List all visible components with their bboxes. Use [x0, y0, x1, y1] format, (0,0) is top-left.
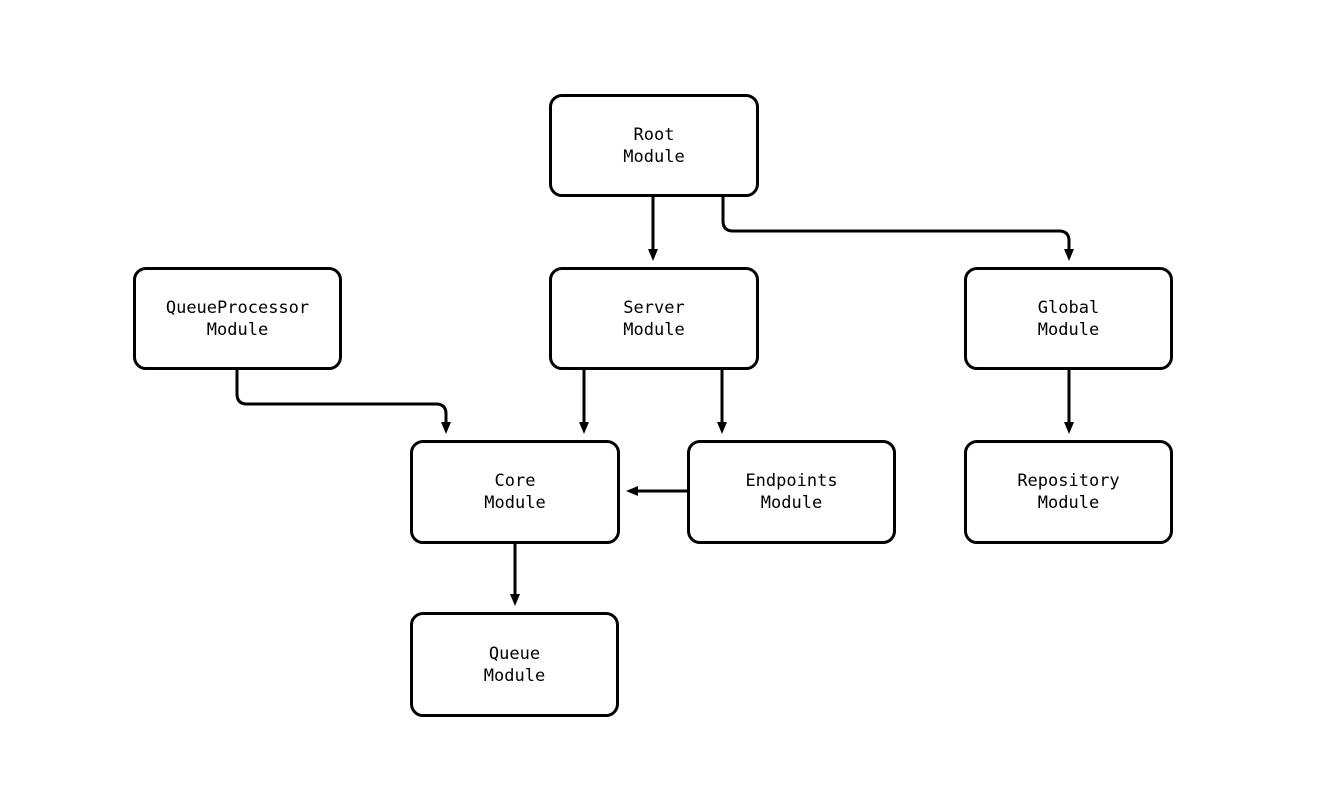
node-global-label: Global Module [1037, 297, 1100, 340]
node-repository-label: Repository Module [1017, 471, 1120, 513]
node-core[interactable]: Core Module [410, 440, 620, 544]
node-queueprocessor[interactable]: QueueProcessor Module [133, 267, 342, 370]
node-queue[interactable]: Queue Module [410, 612, 619, 717]
node-root-label: Root Module [623, 124, 685, 167]
node-queue-label: Queue Module [483, 643, 546, 686]
node-root[interactable]: Root Module [549, 94, 759, 197]
node-server[interactable]: Server Module [549, 267, 759, 370]
edge-queueprocessor-core [235, 370, 451, 434]
node-core-label: Core Module [484, 471, 546, 513]
edge-root-global [721, 197, 1074, 261]
node-repository[interactable]: Repository Module [964, 440, 1173, 544]
node-server-label: Server Module [623, 297, 685, 340]
node-endpoints[interactable]: Endpoints Module [687, 440, 896, 544]
node-endpoints-label: Endpoints Module [745, 471, 838, 513]
node-global[interactable]: Global Module [964, 267, 1173, 370]
node-queueprocessor-label: QueueProcessor Module [165, 297, 310, 340]
